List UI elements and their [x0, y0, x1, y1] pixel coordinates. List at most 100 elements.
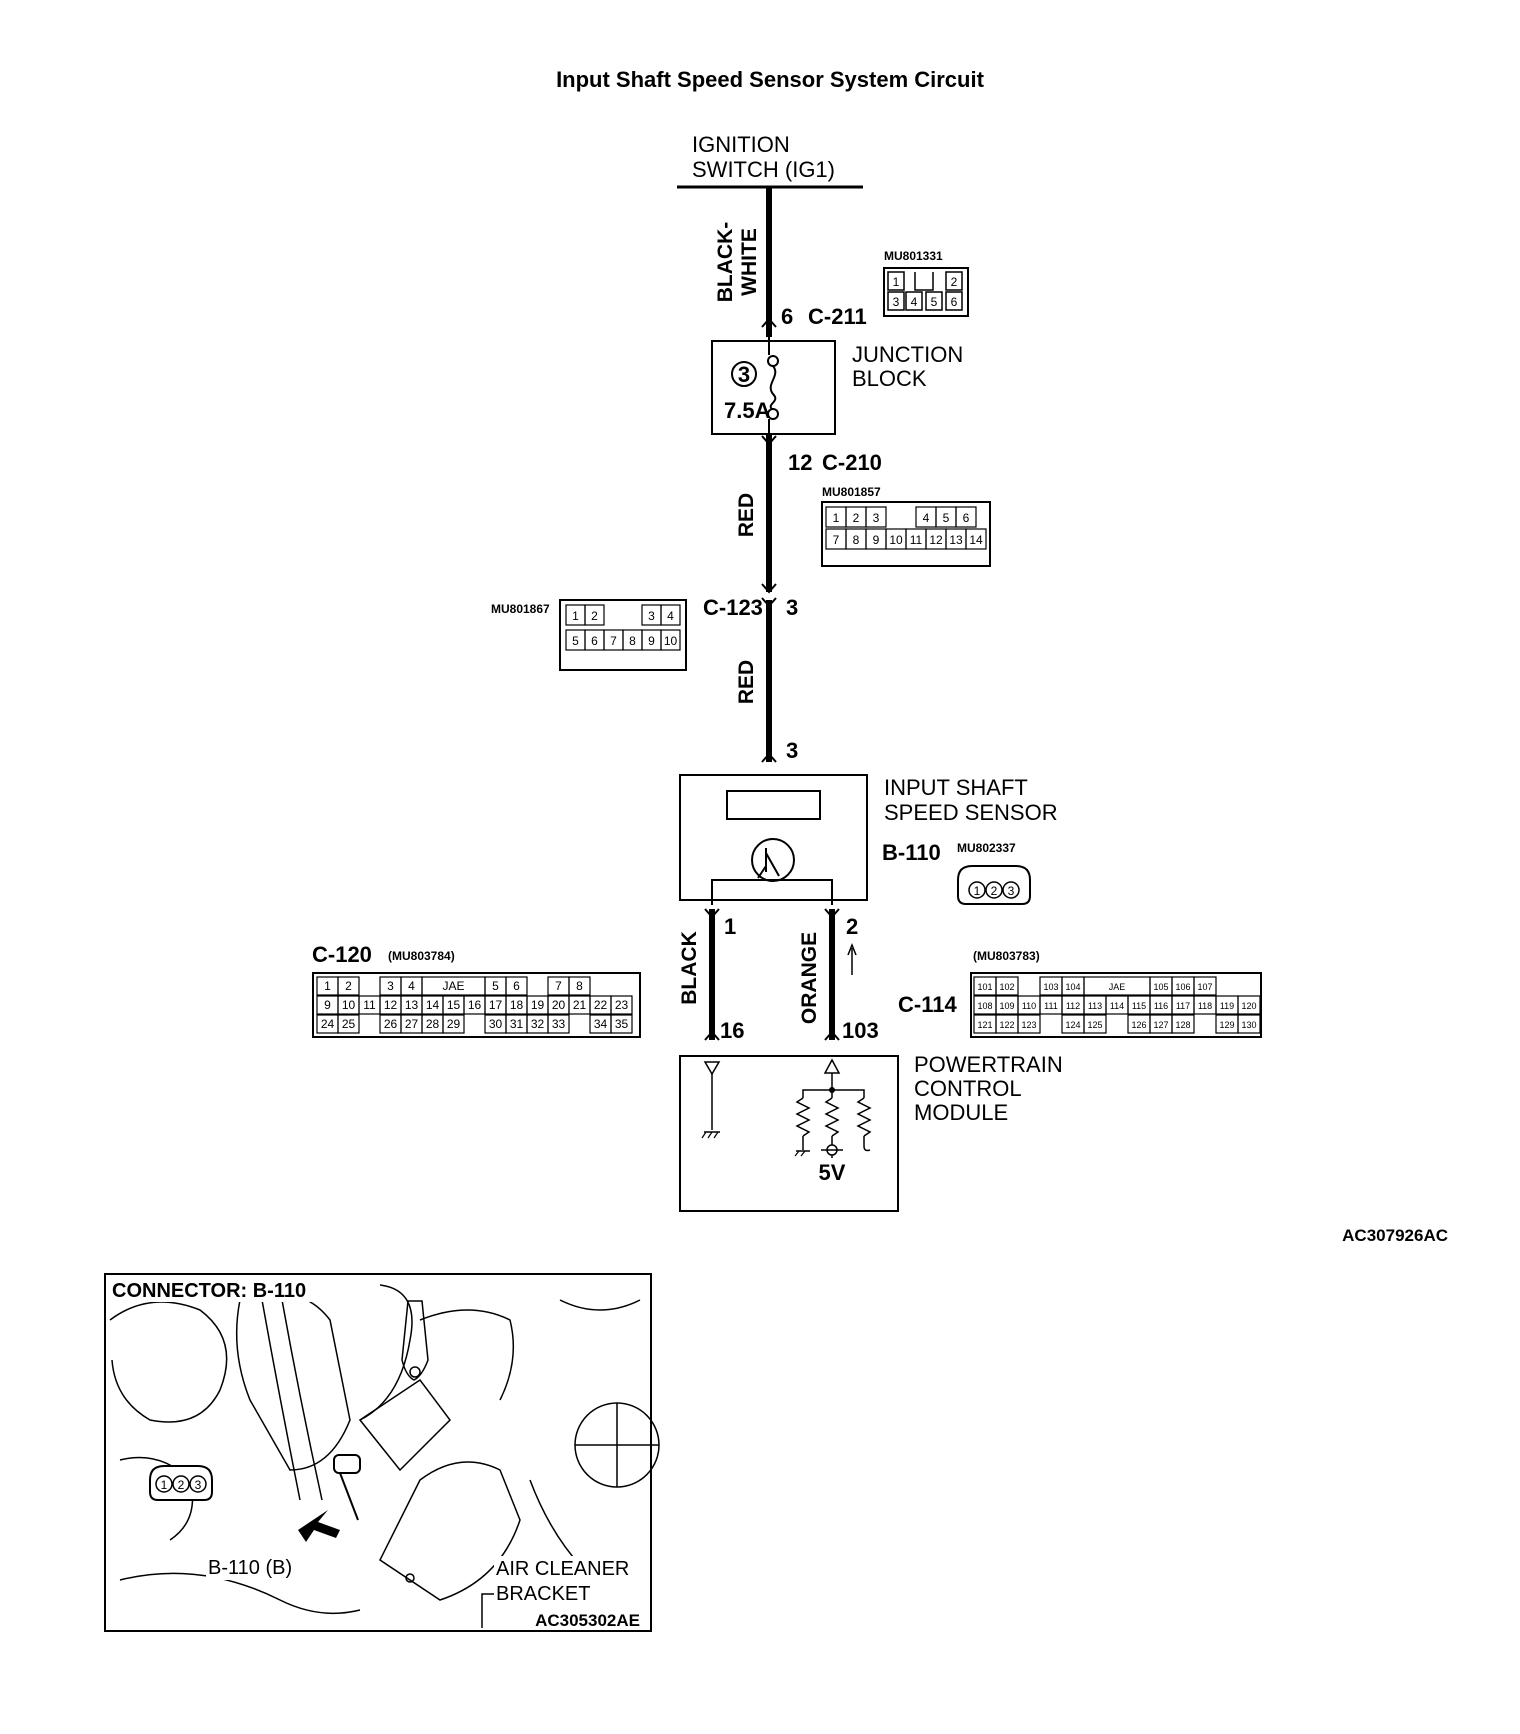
ground-hatch	[701, 1131, 707, 1139]
junction-block: 3 7.5A JUNCTION BLOCK	[711, 337, 963, 435]
c211-housing	[883, 267, 969, 317]
c210-pin-label: 11	[910, 533, 923, 547]
c114-pin-label: 124	[1065, 1020, 1080, 1030]
c114-pin-label: 111	[1044, 1001, 1058, 1011]
fuse-terminal-bottom	[767, 408, 779, 420]
c123-pin-label: 8	[629, 634, 636, 648]
c210-pin-label: 5	[943, 511, 950, 525]
chevron-c211	[761, 317, 777, 328]
c120-pin: 16	[720, 1018, 744, 1043]
photo-title: CONNECTOR: B-110	[112, 1280, 306, 1302]
connector-sketch	[401, 1300, 429, 1381]
c114-pin-label: 114	[1110, 1001, 1124, 1011]
c210-pin-label: 7	[833, 533, 840, 547]
wire-label-red-upper: RED	[735, 493, 758, 537]
c210-pin-label: 1	[833, 511, 840, 525]
sensor-pin-2: 2	[846, 914, 858, 939]
signal-arrow-head	[847, 942, 857, 956]
c210-pin-label: 9	[873, 533, 880, 547]
b110-pin-label: 2	[991, 884, 998, 898]
photo-bracket-label-2: BRACKET	[496, 1583, 590, 1605]
c120-cell	[337, 1014, 360, 1034]
sensor-connector-name: B-110	[882, 840, 941, 865]
b110-harness-sketch	[339, 1472, 359, 1521]
main-harness	[709, 187, 835, 1040]
chevron-c123-bottom	[761, 597, 777, 608]
photo-ref-backdrop	[518, 1609, 644, 1629]
figure-reference: AC307926AC	[1342, 1226, 1448, 1245]
c114-part-number: (MU803783)	[973, 949, 1040, 963]
sensor-top-pin: 3	[786, 738, 798, 763]
engine-part-sketch	[559, 1299, 641, 1311]
fuse-number: 3	[738, 362, 750, 387]
c210-pin: 12	[788, 450, 812, 475]
chevron-pcm-pin103	[824, 1030, 840, 1041]
c123-cell	[604, 605, 642, 625]
c114-pin-label: 130	[1241, 1020, 1256, 1030]
pcm-input-triangle-16	[703, 1061, 721, 1076]
c114-pin-label: 106	[1175, 982, 1190, 992]
c210-pin-label: 10	[889, 533, 903, 547]
c114-cell	[1018, 977, 1040, 995]
engine-part-sketch	[119, 1572, 361, 1615]
sensor-part-number: MU802337	[957, 841, 1016, 855]
c114-pin-label: 104	[1065, 982, 1080, 992]
c114-pin-label: 103	[1043, 982, 1058, 992]
c120-cell	[464, 1015, 485, 1033]
chevron-sensor-pin2	[824, 908, 840, 919]
c114-cell	[1106, 1015, 1128, 1033]
c120-cell	[610, 1014, 633, 1034]
c120-pin-label: 17	[489, 998, 503, 1012]
transistor-emitter	[757, 865, 767, 879]
pcm-label-1: POWERTRAIN	[914, 1052, 1063, 1077]
c114-pin-label: 129	[1219, 1020, 1234, 1030]
c120-cell	[442, 1014, 465, 1034]
c123-pin-label: 10	[664, 634, 678, 648]
engine-part-sketch	[109, 1301, 228, 1423]
c120-pin-label: 1	[324, 979, 331, 993]
c120-pin-label: 32	[531, 1017, 545, 1031]
wire-label-red-lower: RED	[735, 660, 758, 704]
photo-pin-label: 2	[178, 1478, 185, 1492]
c114-pin-label: 101	[977, 982, 992, 992]
c114-pin-label: 115	[1132, 1001, 1146, 1011]
c211-pin-label: 4	[911, 295, 918, 309]
chevron-sensor-pin1	[704, 908, 720, 919]
c210-part-number: MU801857	[822, 485, 881, 499]
c120-cell	[527, 977, 548, 995]
c114-pin-label: 109	[999, 1001, 1014, 1011]
c211-cell	[925, 291, 943, 311]
pcm-label-3: MODULE	[914, 1100, 1008, 1125]
c114-name: C-114	[898, 992, 957, 1017]
c211-part-number: MU801331	[884, 249, 943, 263]
c210-cell	[955, 506, 977, 528]
c120-cell	[569, 1015, 590, 1033]
c210-cell	[865, 506, 887, 528]
c120-pin-label: JAE	[442, 979, 464, 993]
input-shaft-speed-sensor: 3 INPUT SHAFT SPEED SENSOR B-110 MU80233…	[679, 738, 1058, 975]
b110-pin-2	[985, 881, 1003, 899]
c123-pin: 3	[786, 595, 798, 620]
c114-pin-label: 120	[1241, 1001, 1256, 1011]
ignition-switch: IGNITION SWITCH (IG1)	[677, 132, 863, 189]
photo-connector-label: B-110 (B)	[208, 1557, 292, 1579]
c123-pin-label: 7	[610, 634, 617, 648]
c210-pin-label: 14	[969, 533, 983, 547]
resistor-internal-lead	[863, 1136, 871, 1152]
photo-bracket-label-1: AIR CLEANER	[496, 1558, 629, 1580]
c114-pin-label: 128	[1175, 1020, 1190, 1030]
c114-cell	[995, 976, 1019, 996]
hose-sketch	[281, 1299, 323, 1501]
c211-cell	[945, 271, 963, 291]
c114-pin-label: 119	[1220, 1001, 1234, 1011]
photo-pin-3	[189, 1475, 207, 1493]
wire-label-black-white-2: WHITE	[738, 228, 761, 296]
pcm-label-2: CONTROL	[914, 1076, 1022, 1101]
c114-pin-label: 112	[1066, 1001, 1080, 1011]
c120-pin-label: 12	[384, 998, 398, 1012]
connector-c211: 6 C-211 MU801331 1 2 3 4 5 6	[781, 249, 969, 329]
c210-cell	[886, 507, 916, 527]
photo-title-backdrop	[106, 1276, 356, 1302]
